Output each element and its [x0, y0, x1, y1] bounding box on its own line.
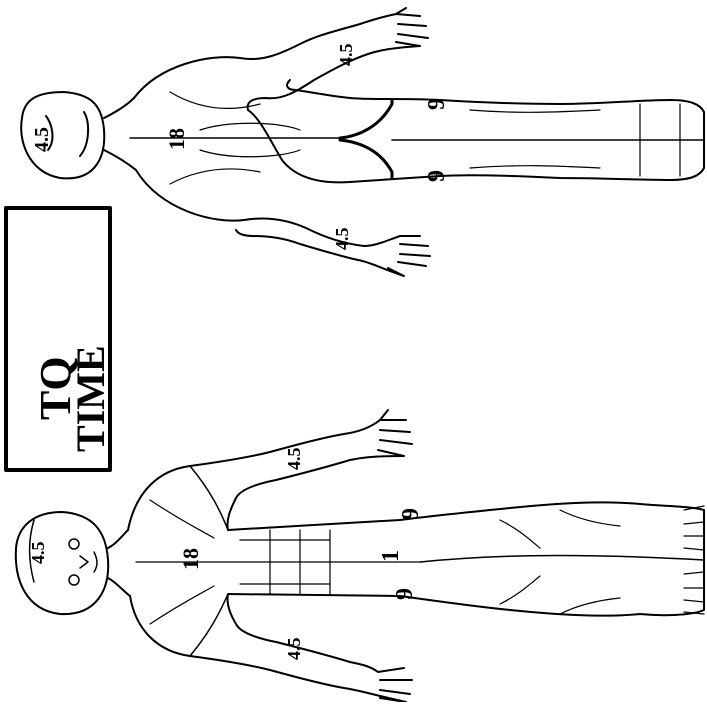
- front-arm-upper-pct: 4.5: [284, 448, 304, 471]
- back-arm-lower-pct: 4.5: [332, 228, 352, 251]
- front-figure: [16, 410, 704, 702]
- front-groin-pct: 1: [378, 550, 404, 562]
- front-head-pct: 4.5: [28, 542, 48, 565]
- back-lower-arm: [136, 170, 430, 276]
- back-torso-pct: 18: [164, 128, 189, 150]
- back-arm-upper-pct: 4.5: [336, 44, 356, 67]
- back-body-outline: [134, 8, 704, 182]
- back-figure: [21, 8, 704, 276]
- front-arm-lower-pct: 4.5: [284, 638, 304, 661]
- front-leg-lower-pct: 9: [392, 588, 418, 600]
- back-leg-upper-pct: 9: [424, 98, 450, 110]
- front-torso-pct: 18: [178, 548, 203, 570]
- front-leg-upper-pct: 9: [398, 508, 424, 520]
- time-label: TIME: [68, 345, 113, 452]
- back-head-pct: 4.5: [31, 127, 53, 152]
- back-leg-lower-pct: 9: [424, 170, 450, 182]
